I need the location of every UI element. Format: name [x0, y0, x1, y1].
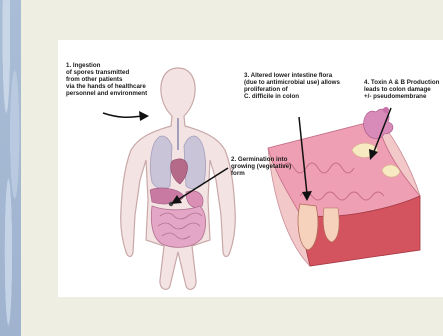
- step-1-arrow: [103, 111, 149, 121]
- step-3-label: 3. Altered lower intestine flora (due to…: [244, 73, 340, 101]
- colon-section-illustration: [268, 107, 420, 266]
- step-1-label: 1. Ingestion of spores transmitted from …: [66, 63, 147, 98]
- step-4-label: 4. Toxin A & B Production leads to colon…: [364, 80, 439, 101]
- human-body-illustration: [121, 68, 236, 289]
- step-2-label: 2. Germination into growing (vegetative)…: [231, 157, 291, 178]
